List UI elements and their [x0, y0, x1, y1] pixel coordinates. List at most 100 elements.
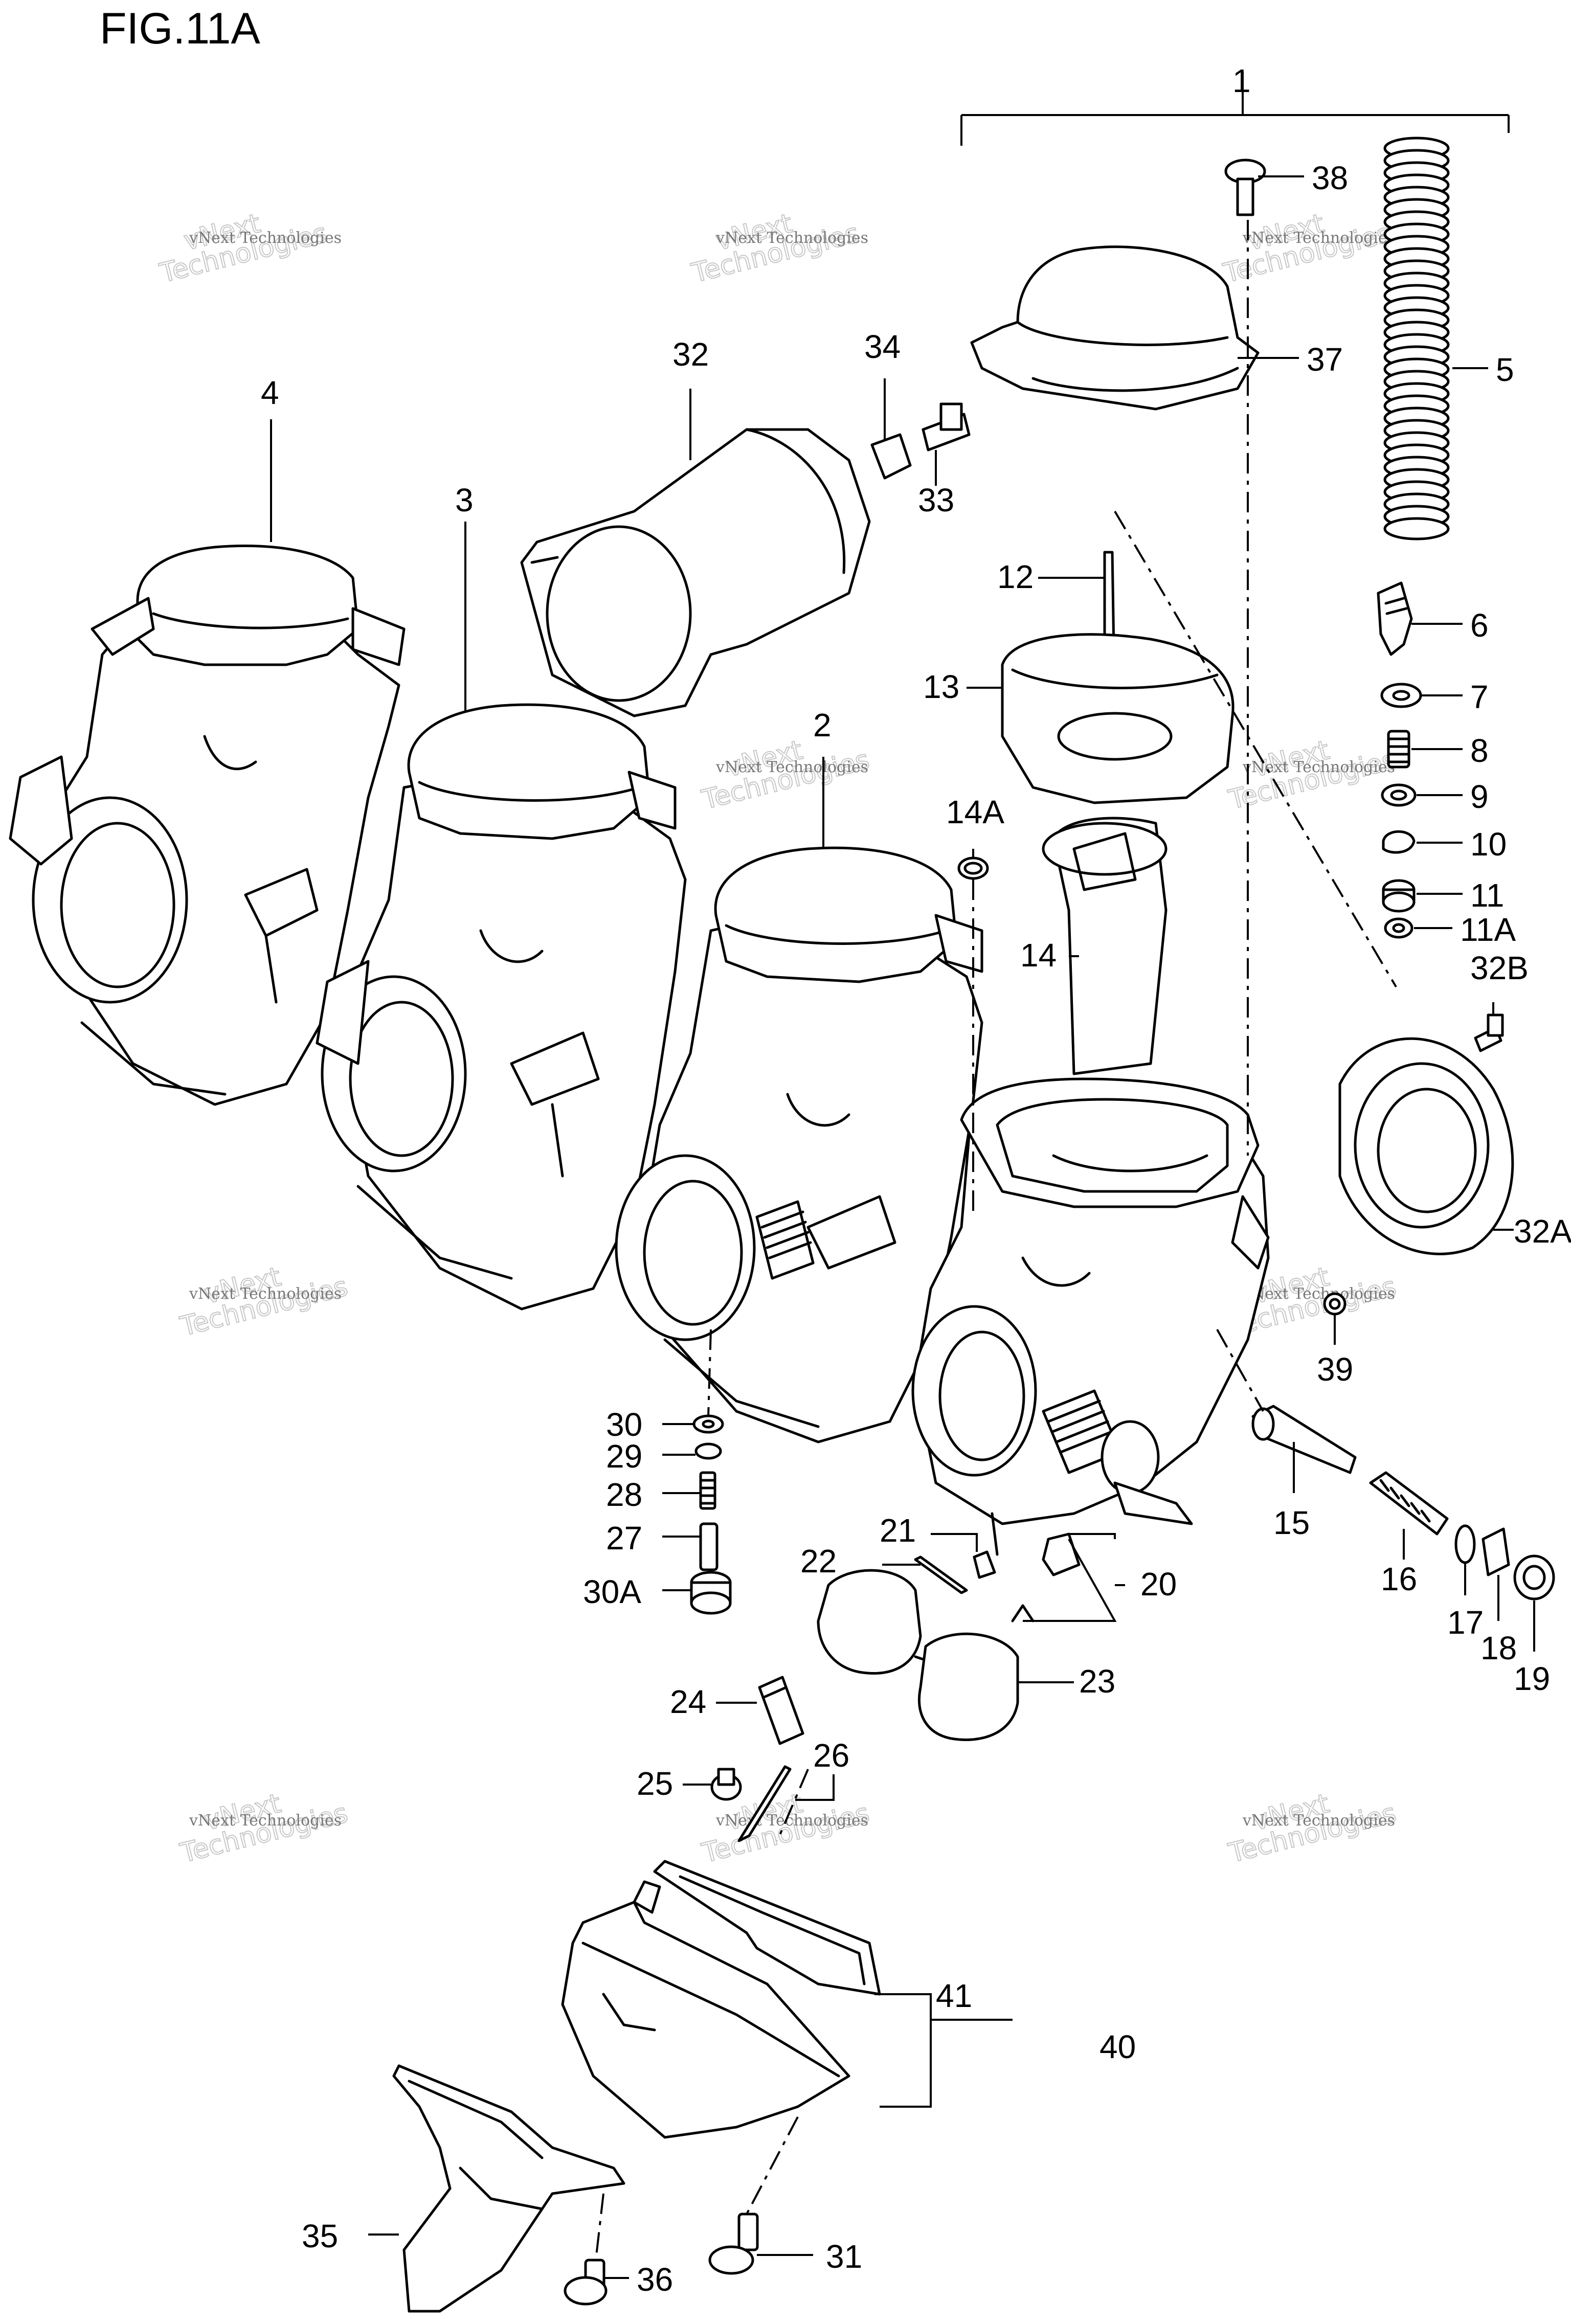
callout-25: 25: [637, 1765, 673, 1802]
spring-28: [699, 1471, 716, 1510]
callout-37: 37: [1307, 341, 1343, 378]
watermark-text: vNext Technologies: [189, 1812, 342, 1830]
callout-16: 16: [1381, 1561, 1417, 1597]
watermark-text: vNext Technologies: [1242, 229, 1395, 247]
pin-22: [914, 1555, 968, 1594]
funnel-32a: [1338, 1037, 1514, 1255]
callout-31: 31: [826, 2238, 862, 2275]
callout-28: 28: [606, 1476, 642, 1513]
bolt-31: [708, 2213, 759, 2275]
callout-12: 12: [997, 558, 1034, 595]
figure-title: FIG.11A: [100, 4, 260, 53]
piston-14: [1042, 817, 1168, 1075]
callout-20: 20: [1140, 1566, 1177, 1603]
callout-40: 40: [1099, 2028, 1136, 2065]
callout-24: 24: [670, 1683, 706, 1720]
o-ring-18: [1482, 1527, 1510, 1576]
callout-7: 7: [1470, 679, 1489, 715]
callout-4: 4: [261, 374, 279, 411]
callout-32: 32: [672, 336, 709, 373]
callout-1: 1: [1232, 62, 1251, 99]
watermark-text: vNext Technologies: [1242, 1285, 1395, 1303]
spring-16: [1369, 1471, 1449, 1536]
plug-25: [710, 1768, 742, 1801]
callout-14a: 14A: [946, 794, 1004, 830]
intake-funnel-32: [520, 428, 871, 717]
callout-35: 35: [302, 2218, 338, 2254]
washer-29: [694, 1442, 722, 1460]
cap-30a: [690, 1571, 732, 1615]
carburetor-4: [9, 545, 406, 1106]
callout-32b: 32B: [1470, 950, 1529, 986]
screw-32b: [1474, 1013, 1504, 1052]
alignment-lines: [595, 220, 1397, 2261]
watermark-text: vNext Technologies: [189, 229, 342, 247]
callout-11: 11: [1470, 877, 1504, 914]
callout-18: 18: [1480, 1630, 1517, 1666]
washer-11a: [1384, 917, 1413, 939]
bolt-36: [564, 2259, 608, 2306]
callout-34: 34: [864, 328, 901, 365]
washer-7: [1380, 683, 1422, 708]
callout-10: 10: [1470, 826, 1507, 863]
callout-32a: 32A: [1514, 1213, 1571, 1250]
watermark-text: vNext Technologies: [715, 758, 868, 776]
callout-29: 29: [606, 1438, 642, 1475]
leader-lines: [270, 72, 1535, 2279]
callout-39: 39: [1317, 1351, 1353, 1388]
washer-30: [692, 1414, 724, 1434]
callout-27: 27: [606, 1520, 642, 1556]
callout-5: 5: [1496, 351, 1514, 388]
watermark-text: vNext Technologies: [189, 1285, 342, 1303]
clip-10: [1382, 830, 1416, 854]
jet-holder-6: [1377, 581, 1413, 656]
bolt-33: [922, 402, 971, 452]
spring-5: [1383, 137, 1450, 540]
spacer-11: [1382, 879, 1416, 913]
cap-19: [1513, 1554, 1555, 1600]
collar-34: [870, 433, 912, 480]
callout-6: 6: [1470, 607, 1489, 644]
callout-36: 36: [637, 2261, 673, 2298]
callout-15: 15: [1273, 1504, 1310, 1541]
valve-21: [973, 1550, 996, 1579]
callout-14: 14: [1020, 937, 1057, 974]
carburetor-1: [911, 1077, 1270, 1556]
callout-38: 38: [1312, 160, 1348, 196]
spring-8: [1387, 730, 1410, 769]
needle-valve-20: [1042, 1532, 1081, 1576]
callout-3: 3: [455, 482, 474, 518]
bracket-35: [392, 2064, 625, 2313]
watermark-text: vNext Technologies: [1242, 1812, 1395, 1830]
watermark-text: vNext Technologies: [715, 229, 868, 247]
callout-41: 41: [936, 1977, 972, 2014]
spring-coil: [1383, 517, 1450, 540]
washer-9: [1381, 783, 1417, 807]
carburetor-2: [615, 846, 983, 1443]
callout-17: 17: [1447, 1604, 1484, 1641]
screw-27: [699, 1522, 719, 1571]
callout-13: 13: [923, 668, 959, 705]
callout-30a: 30A: [583, 1573, 641, 1610]
diaphragm-13: [1001, 633, 1235, 804]
main-jet-24: [758, 1676, 804, 1745]
callout-30: 30: [606, 1406, 642, 1443]
callout-21: 21: [880, 1512, 916, 1549]
o-ring-14a: [957, 856, 989, 880]
carburetor-3: [316, 703, 687, 1311]
callout-9: 9: [1470, 778, 1489, 815]
callout-8: 8: [1470, 732, 1489, 769]
float-23: [817, 1569, 1035, 1741]
top-cap-37: [970, 245, 1260, 411]
washer-17: [1454, 1524, 1476, 1564]
float-chamber-40: [561, 1880, 850, 2139]
callout-19: 19: [1514, 1660, 1550, 1697]
callout-labels: 1 2 3 4 5 6 7 8 9 10 11 11A 12 13 14 14A…: [261, 62, 1571, 2298]
callout-26: 26: [813, 1737, 849, 1774]
callout-23: 23: [1079, 1663, 1115, 1700]
pilot-screw-15: [1251, 1405, 1357, 1474]
callout-33: 33: [918, 482, 954, 518]
screw-38: [1224, 159, 1266, 216]
jet-26: [737, 1765, 792, 1842]
